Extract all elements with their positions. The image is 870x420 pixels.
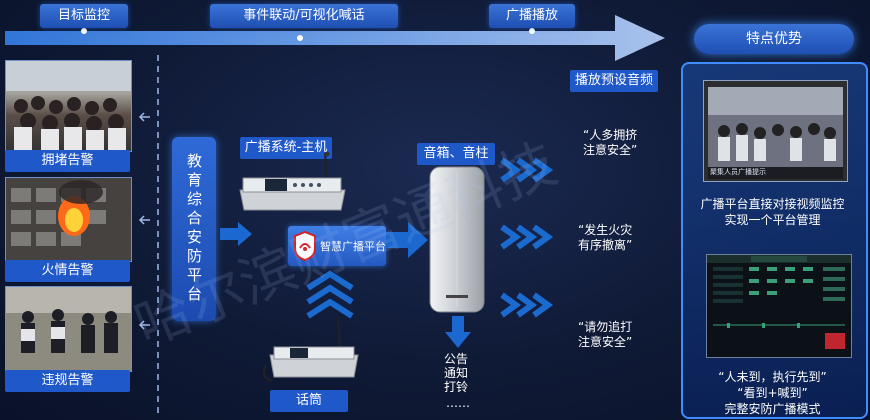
features-title: 特点优势 [694, 24, 854, 54]
message-fire-line2: 有序撤离” [578, 238, 632, 253]
message-fire-line1: “发生火灾 [578, 223, 632, 238]
microphone-device [262, 315, 362, 385]
feature-2-line3: 完整安防广播模式 [685, 401, 860, 417]
monitor-screen-1-image [704, 81, 847, 181]
education-security-platform: 教育综合安防平台 [172, 137, 216, 321]
message-violation: “请勿追打 注意安全” [578, 320, 632, 350]
fire-photo [5, 177, 132, 262]
host-to-speaker-arrow [384, 220, 430, 260]
broadcast-chevrons-2 [496, 217, 566, 257]
smart-broadcast-platform: 智慧广播平台 [288, 226, 386, 266]
monitor-screen-1: 聚集人员广播提示 [703, 80, 848, 182]
message-violation-line1: “请勿追打 [578, 320, 632, 335]
message-crowd: “人多拥挤 注意安全” [583, 128, 637, 158]
smart-broadcast-logo [293, 230, 317, 262]
smart-broadcast-label: 智慧广播平台 [320, 238, 386, 254]
alert-connector [130, 55, 170, 415]
alert-label-fire: 火情告警 [5, 260, 130, 282]
speaker-function-announce: 公告 [444, 352, 468, 366]
stage-broadcast-play: 广播播放 [489, 4, 575, 28]
speaker-down-arrow [444, 314, 472, 350]
stage-event-linkage: 事件联动/可视化喊话 [210, 4, 398, 28]
crowd-photo [5, 60, 132, 152]
speaker-function-bell: 打铃 [444, 380, 468, 394]
message-crowd-line2: 注意安全” [583, 143, 637, 158]
feature-2-line2: “看到+喊到” [685, 385, 860, 401]
play-preset-label: 播放预设音频 [570, 70, 658, 92]
message-violation-line2: 注意安全” [578, 335, 632, 350]
feature-2-line1: “人未到，执行先到” [685, 369, 860, 385]
monitor-screen-1-caption: 聚集人员广播提示 [710, 167, 766, 177]
message-crowd-line1: “人多拥挤 [583, 128, 637, 143]
violation-illustration [6, 287, 131, 371]
broadcast-chevrons-3 [496, 285, 566, 325]
speaker-function-notify: 通知 [444, 366, 468, 380]
violation-photo [5, 286, 132, 372]
feature-1-line2: 实现一个平台管理 [685, 212, 860, 228]
message-fire: “发生火灾 有序撤离” [578, 223, 632, 253]
speaker-column [428, 165, 486, 315]
alert-label-crowd: 拥堵告警 [5, 150, 130, 172]
mic-up-chevrons [300, 268, 360, 320]
alert-label-violation: 违规告警 [5, 370, 130, 392]
speaker-function-more: …… [446, 396, 470, 410]
control-screen-2 [706, 254, 852, 358]
broadcast-host-device [235, 148, 350, 218]
broadcast-chevrons-1 [496, 150, 566, 190]
crowd-illustration [6, 61, 131, 151]
platform-title: 教育综合安防平台 [182, 153, 206, 305]
control-screen-2-image [707, 255, 851, 357]
fire-illustration [6, 178, 131, 261]
feature-1-line1: 广播平台直接对接视频监控 [685, 196, 860, 212]
speaker-label: 音箱、音柱 [417, 143, 495, 165]
mic-label: 话筒 [270, 390, 348, 412]
stage-target-monitoring: 目标监控 [40, 4, 128, 28]
platform-to-host-arrow [218, 220, 258, 250]
